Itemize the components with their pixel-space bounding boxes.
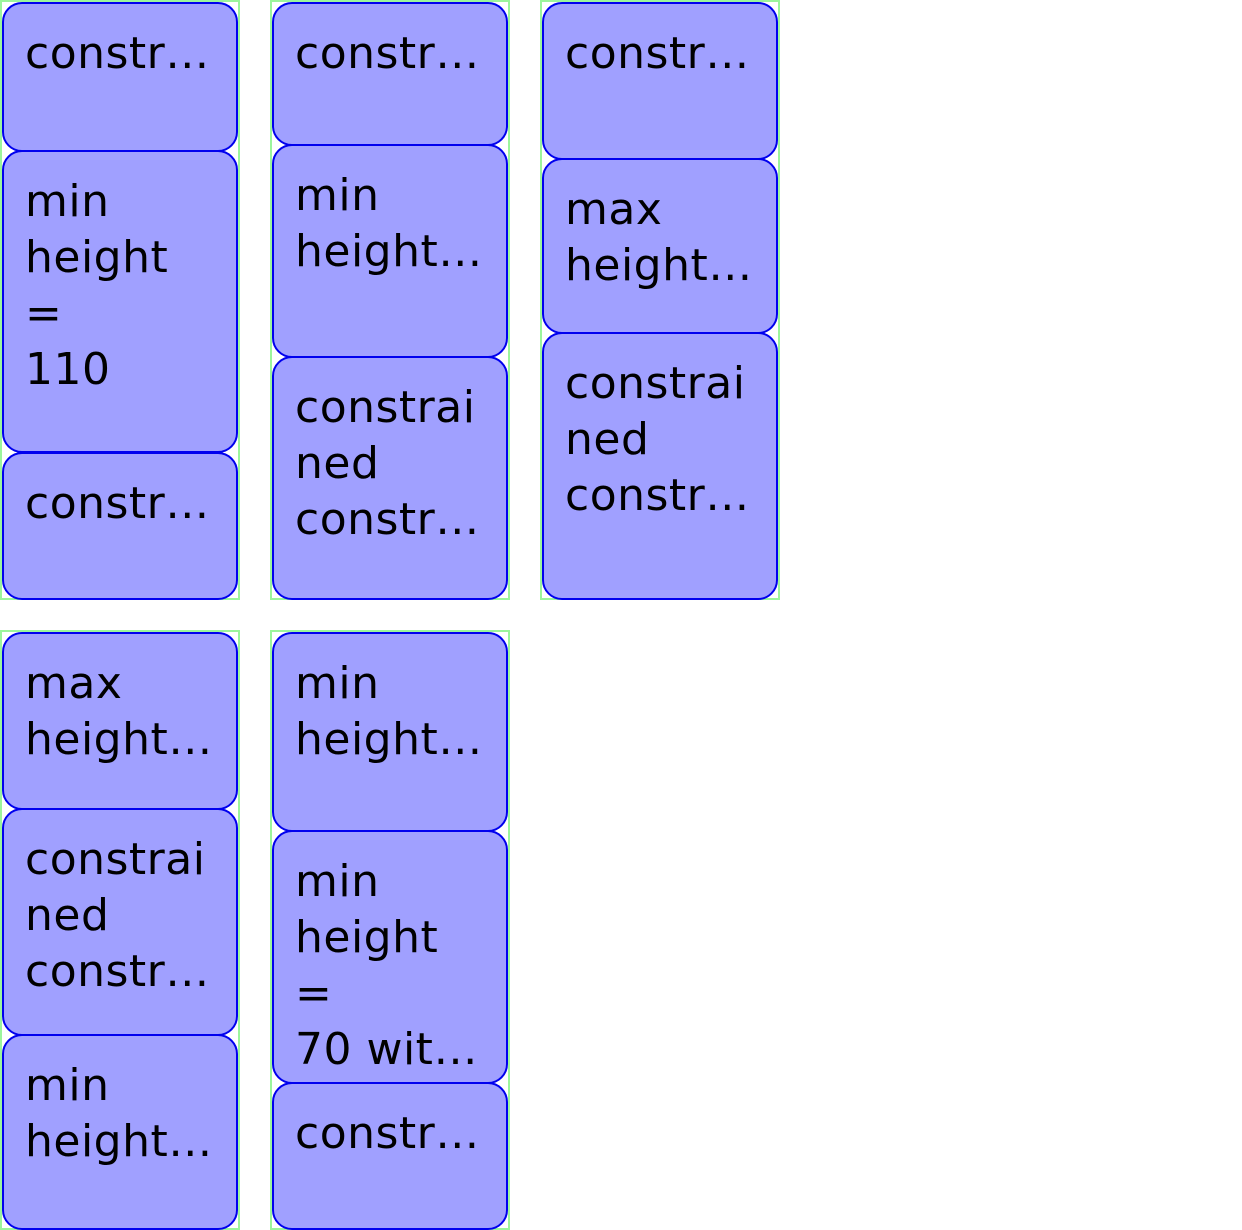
card-constrained-constrained: constrai ned constr… xyxy=(272,356,508,600)
column-5: min height… min height = 70 wit… constr… xyxy=(270,630,510,1230)
card-label: constr… xyxy=(295,1108,480,1159)
card-label: min height = 70 wit… xyxy=(295,856,478,1075)
card-min-height: min height… xyxy=(2,1034,238,1230)
column-1: constr… min height = 110 constr… xyxy=(0,0,240,600)
card-label: max height… xyxy=(25,658,213,765)
card-label: min height = 110 xyxy=(25,176,169,395)
card-constrained: constr… xyxy=(272,2,508,146)
card-constrained-constrained: constrai ned constr… xyxy=(542,332,778,600)
card-constrained: constr… xyxy=(2,2,238,152)
card-constrained: constr… xyxy=(542,2,778,160)
card-max-height: max height… xyxy=(2,632,238,810)
card-constrained: constr… xyxy=(2,452,238,600)
card-constrained: constr… xyxy=(272,1082,508,1230)
card-label: constr… xyxy=(25,478,210,529)
card-max-height: max height… xyxy=(542,158,778,334)
card-label: constr… xyxy=(295,28,480,79)
card-label: constrai ned constr… xyxy=(25,834,210,997)
card-constrained-constrained: constrai ned constr… xyxy=(2,808,238,1036)
card-label: constrai ned constr… xyxy=(565,358,750,521)
card-label: min height… xyxy=(295,658,483,765)
card-label: constr… xyxy=(25,28,210,79)
card-min-height: min height… xyxy=(272,144,508,358)
column-4: max height… constrai ned constr… min hei… xyxy=(0,630,240,1230)
card-label: constr… xyxy=(565,28,750,79)
card-label: min height… xyxy=(25,1060,213,1167)
card-label: min height… xyxy=(295,170,483,277)
card-min-height: min height… xyxy=(272,632,508,832)
card-label: constrai ned constr… xyxy=(295,382,480,545)
card-min-height-with: min height = 70 wit… xyxy=(272,830,508,1084)
column-3: constr… max height… constrai ned constr… xyxy=(540,0,780,600)
card-label: max height… xyxy=(565,184,753,291)
column-2: constr… min height… constrai ned constr… xyxy=(270,0,510,600)
card-min-height: min height = 110 xyxy=(2,150,238,453)
